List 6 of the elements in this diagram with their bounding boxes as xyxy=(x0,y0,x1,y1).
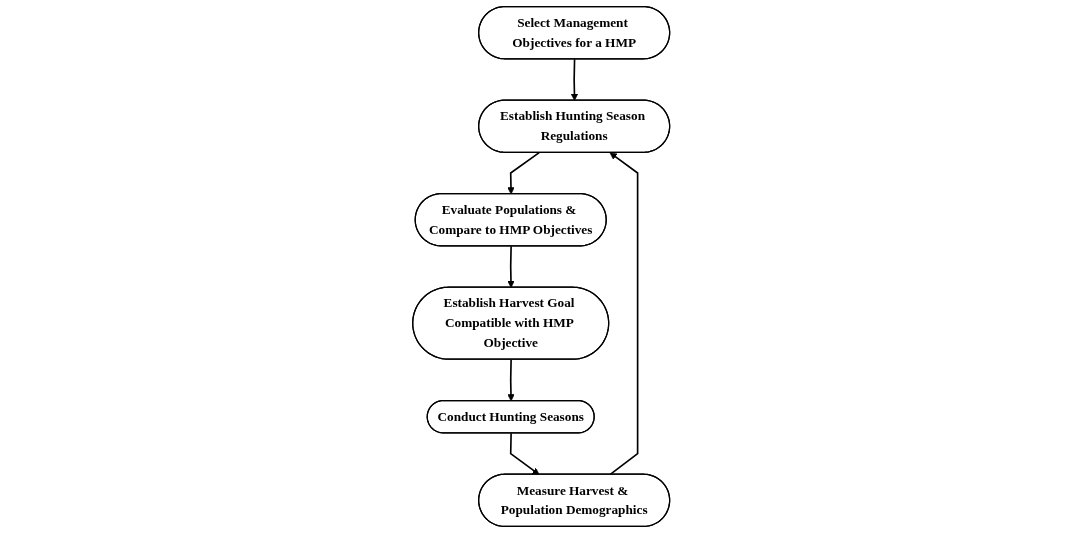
arrow xyxy=(571,58,579,101)
arrow xyxy=(507,151,541,195)
arrow xyxy=(609,152,639,476)
arrow xyxy=(507,245,515,288)
arrow xyxy=(510,432,540,475)
arrow xyxy=(507,358,515,402)
